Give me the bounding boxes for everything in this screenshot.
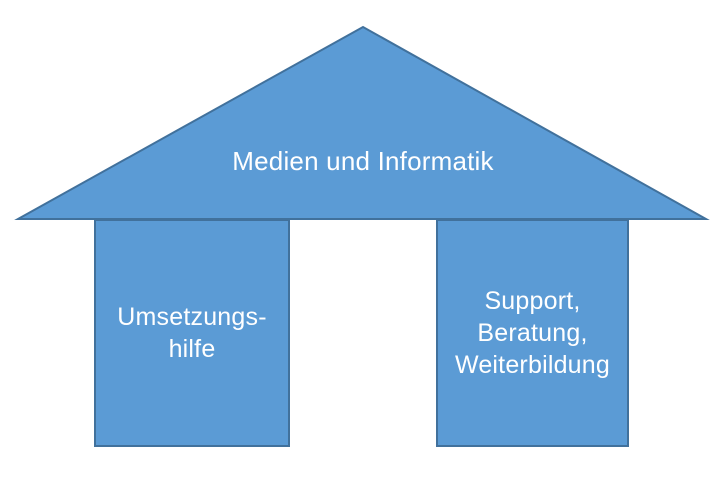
pillar-label-line: Umsetzungs- [117, 303, 267, 331]
pillar-umsetzungshilfe-label: Umsetzungs- hilfe [117, 301, 266, 365]
pillar-label-line: Beratung, [477, 319, 588, 347]
pillar-label-line: hilfe [168, 335, 216, 363]
pillar-support-beratung-weiterbildung-label: Support, Beratung, Weiterbildung [455, 285, 610, 381]
pillar-label-line: Weiterbildung [454, 351, 610, 379]
roof-triangle-polygon [14, 25, 710, 220]
pillar-umsetzungshilfe: Umsetzungs- hilfe [94, 219, 290, 447]
roof-label: Medien und Informatik [232, 146, 494, 176]
pillar-support-beratung-weiterbildung: Support, Beratung, Weiterbildung [436, 219, 629, 447]
pillar-label-line: Support, [484, 287, 581, 315]
roof-triangle-shape [14, 25, 710, 220]
